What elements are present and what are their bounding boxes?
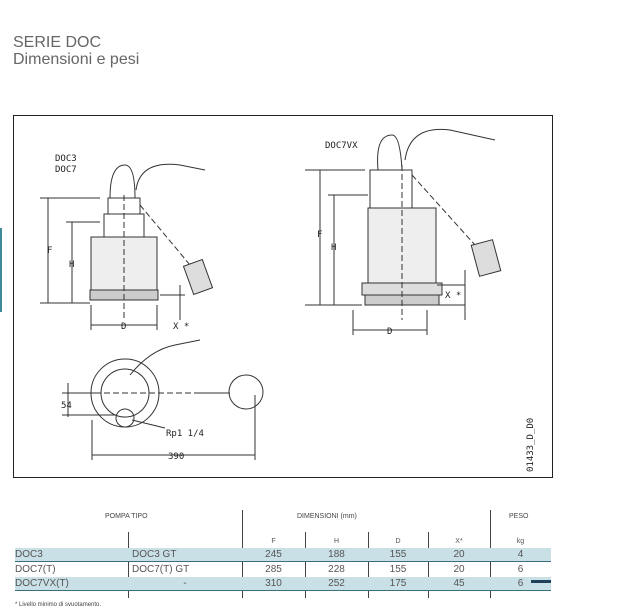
page-title: SERIE DOC xyxy=(13,34,102,51)
subheader-d: D xyxy=(395,538,401,545)
pump-doc3-drawing xyxy=(40,163,214,330)
header-weight: PESO xyxy=(509,513,529,520)
dim-54: 54 xyxy=(61,401,72,411)
header-dimensions: DIMENSIONI (mm) xyxy=(297,513,357,520)
dim-h-right: H xyxy=(331,243,336,253)
pump-doc7vx-drawing xyxy=(305,128,502,335)
footnote: * Livello minimo di svuotamento. xyxy=(15,602,102,608)
side-accent xyxy=(0,228,2,312)
thread-label: Rp1 1/4 xyxy=(166,429,204,439)
dim-x-left: X * xyxy=(173,322,189,332)
top-view-drawing xyxy=(62,339,264,460)
subheader-kg: kg xyxy=(516,538,525,545)
page-subtitle: Dimensioni e pesi xyxy=(13,51,140,68)
dim-f-right: F xyxy=(317,230,322,240)
table-row: DOC7(T) DOC7(T) GT 285 228 155 20 6 xyxy=(15,564,524,575)
table-row: DOC3 DOC3 GT 245 188 155 20 4 xyxy=(15,548,551,562)
model-label-doc7: DOC7 xyxy=(55,165,77,175)
subheader-x: X* xyxy=(455,538,463,545)
dim-d-right: D xyxy=(387,327,392,337)
table-row: DOC7VX(T) - 310 252 175 45 6 xyxy=(15,577,551,591)
model-label-doc3: DOC3 xyxy=(55,154,77,164)
accent-mark xyxy=(531,580,551,583)
subheader-h: H xyxy=(333,538,340,545)
subheader-f: F xyxy=(271,538,276,545)
dim-x-right: X * xyxy=(445,291,461,301)
dim-h-left: H xyxy=(69,260,74,270)
dim-390: 390 xyxy=(168,452,184,462)
dim-d-left: D xyxy=(121,322,126,332)
model-label-doc7vx: DOC7VX xyxy=(325,141,358,151)
header-pump-type: POMPA TIPO xyxy=(105,513,148,520)
dim-f-left: F xyxy=(47,246,52,256)
drawing-code: 01433_D_D0 xyxy=(526,418,536,472)
drawing-frame xyxy=(13,115,553,478)
